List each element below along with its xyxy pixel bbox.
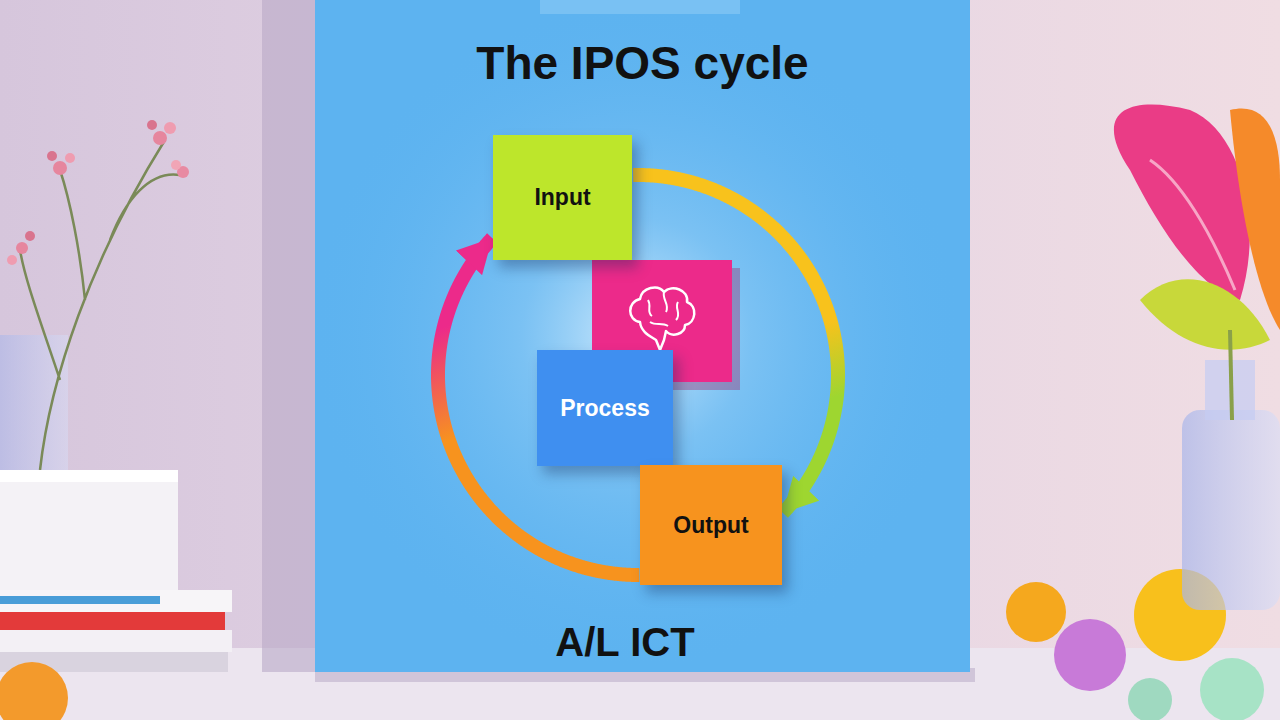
node-label: Output <box>673 512 748 538</box>
node-label: Input <box>534 184 590 210</box>
right-flower-part <box>1230 108 1280 330</box>
input-box: Input <box>493 135 632 260</box>
left-flowers-part <box>47 151 57 161</box>
diagram-caption: A/L ICT <box>315 620 935 665</box>
right-flower-part <box>1140 279 1270 349</box>
book-stack-part <box>0 612 225 630</box>
left-flowers-part <box>16 242 28 254</box>
diagram-title: The IPOS cycle <box>315 36 970 90</box>
pompoms-part <box>1054 619 1126 691</box>
brain-card-part <box>630 288 694 350</box>
poster-board-part <box>315 0 970 672</box>
poster-shadow <box>262 0 975 682</box>
process-box: Process <box>537 350 673 466</box>
left-flowers-part <box>53 161 67 175</box>
poster-board-part <box>540 0 740 14</box>
right-flower-part <box>1114 105 1250 300</box>
book-stack <box>0 590 232 672</box>
poster-shadow-part <box>262 0 322 672</box>
poster-board-part <box>315 0 970 672</box>
left-flowers-part <box>25 231 35 241</box>
left-flowers-part <box>147 120 157 130</box>
right-flower-part <box>1230 330 1232 420</box>
left-flowers-part <box>164 122 176 134</box>
brain-card-part <box>648 292 678 326</box>
left-flowers-part <box>65 153 75 163</box>
book-stack-part <box>0 590 232 612</box>
left-box-part <box>0 470 178 482</box>
node-label: Process <box>560 395 650 421</box>
left-flowers-part <box>20 140 180 470</box>
left-flowers-part <box>7 255 17 265</box>
left-flowers-part <box>171 160 181 170</box>
pompoms <box>0 569 1264 720</box>
left-flowers <box>0 120 189 475</box>
right-flower-part <box>1150 160 1235 290</box>
right-flower <box>1114 105 1280 420</box>
pompoms-part <box>1128 678 1172 720</box>
right-vase-part <box>1182 410 1280 610</box>
left-flowers-part <box>0 335 68 475</box>
poster-board <box>315 0 970 672</box>
pompoms-part <box>1006 582 1066 642</box>
left-box <box>0 470 178 600</box>
output-box: Output <box>640 465 782 585</box>
book-stack-part <box>0 630 232 652</box>
left-flowers-part <box>153 131 167 145</box>
pompoms-part <box>0 662 68 720</box>
book-stack-part <box>0 596 160 604</box>
pompoms-part <box>1200 658 1264 720</box>
left-box-part <box>0 475 178 600</box>
